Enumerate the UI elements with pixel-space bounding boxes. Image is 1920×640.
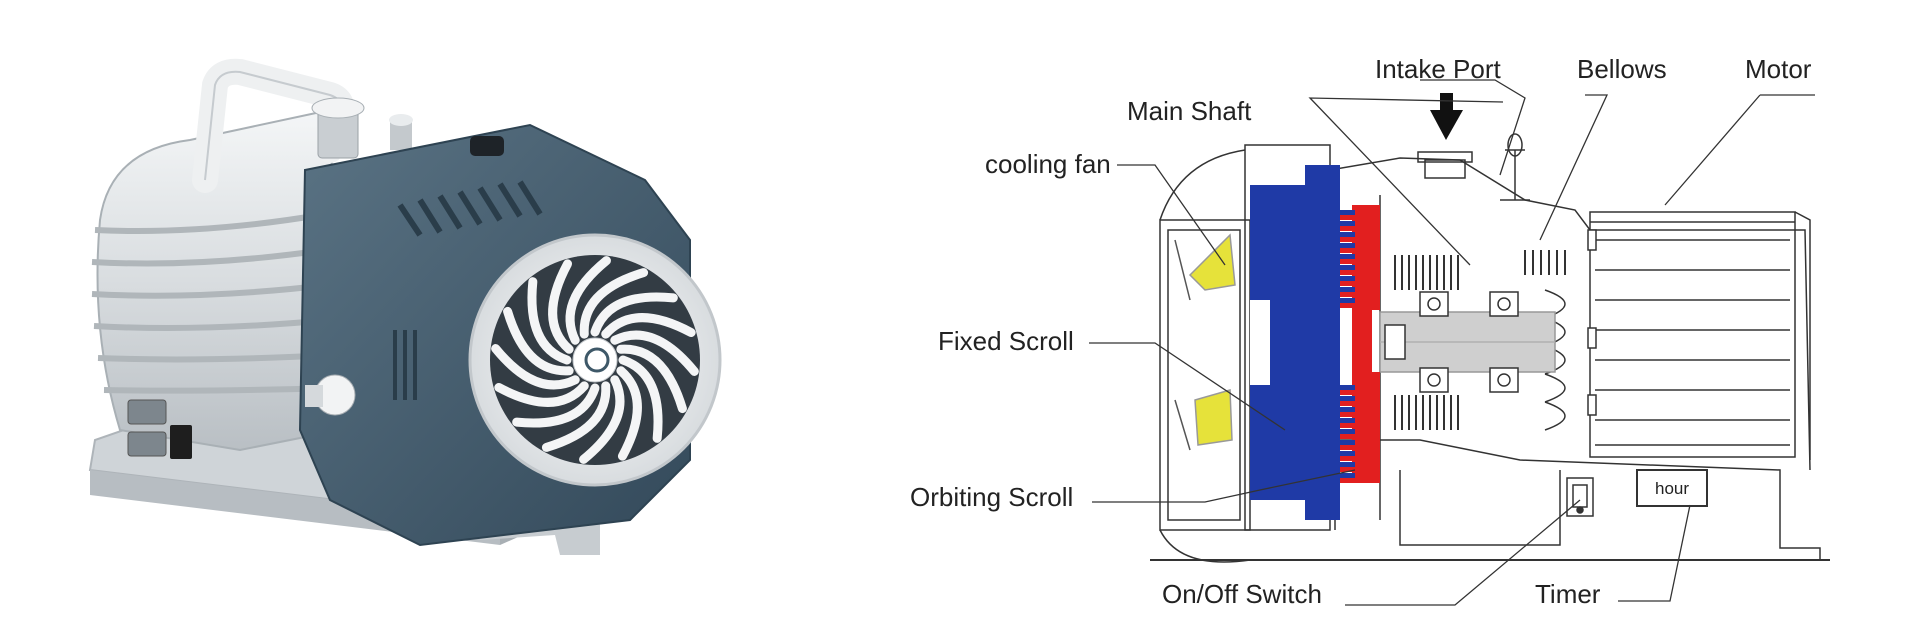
label-orbiting-scroll: Orbiting Scroll xyxy=(910,482,1073,512)
label-cooling-fan: cooling fan xyxy=(985,149,1111,179)
fan-icon xyxy=(468,233,722,487)
logo-icon xyxy=(584,347,610,373)
intake-fitting xyxy=(1417,133,1530,201)
diagram-labels: Intake Port Bellows Motor Main Shaft coo… xyxy=(910,54,1812,609)
scroll-teeth xyxy=(1305,210,1380,483)
arrow-down-icon xyxy=(1430,93,1463,140)
label-bellows: Bellows xyxy=(1577,54,1667,84)
bearings xyxy=(1384,291,1519,393)
housing-outline xyxy=(1160,144,1821,561)
leader-lines xyxy=(1089,79,1815,606)
motor-block xyxy=(1587,211,1811,460)
label-intake-port: Intake Port xyxy=(1375,54,1502,84)
switch-icon xyxy=(1566,477,1594,517)
label-main-shaft: Main Shaft xyxy=(1127,96,1252,126)
pump-photo xyxy=(88,58,722,555)
label-on-off-switch: On/Off Switch xyxy=(1162,579,1322,609)
pump-cross-section: hour xyxy=(1150,133,1830,563)
cooling-fan-blade-upper xyxy=(1188,233,1236,291)
timer-display: hour xyxy=(1636,469,1708,507)
cooling-fan-blade-lower xyxy=(1194,389,1233,446)
timer-display-text: hour xyxy=(1655,479,1689,498)
label-fixed-scroll: Fixed Scroll xyxy=(938,326,1074,356)
pump-side-panel xyxy=(127,374,356,459)
label-motor: Motor xyxy=(1745,54,1812,84)
label-timer: Timer xyxy=(1535,579,1601,609)
pump-top-fittings xyxy=(311,97,413,159)
fan-housing xyxy=(1159,219,1251,531)
